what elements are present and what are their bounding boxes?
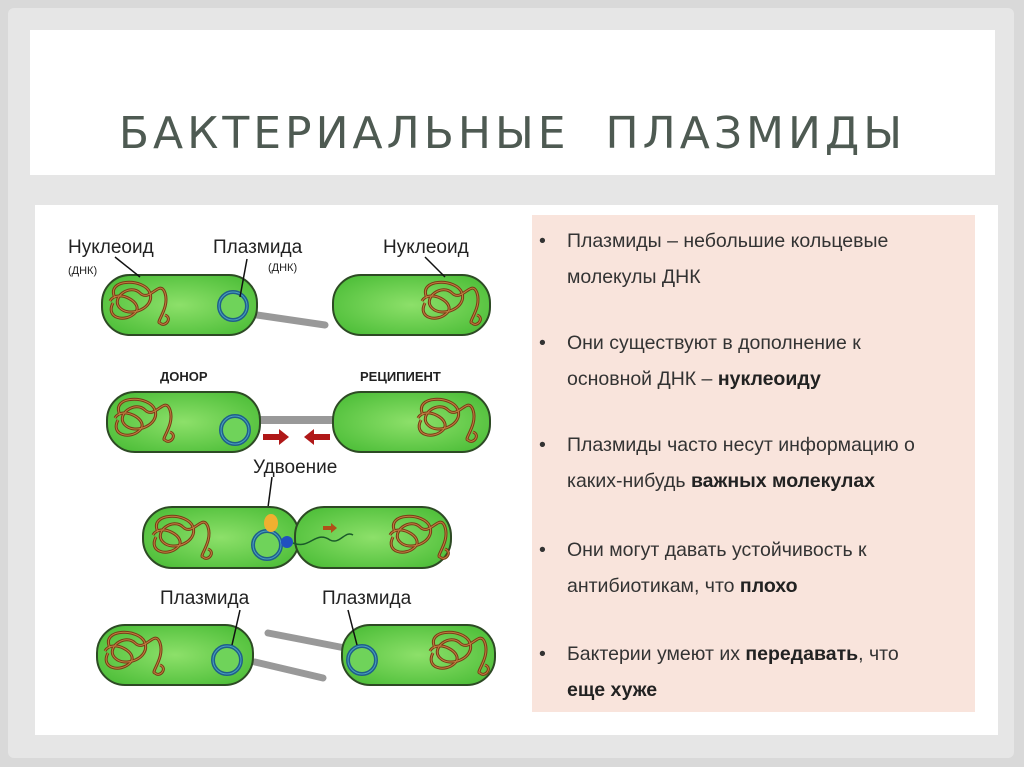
content-panel: Нуклеоид (ДНК) Плазмида (ДНК) Нуклеоид Д… bbox=[35, 205, 998, 735]
dna-label: (ДНК) bbox=[268, 262, 297, 274]
text: основной ДНК – bbox=[567, 368, 718, 390]
bold-text: важных молекулах bbox=[690, 470, 876, 492]
plasmid-label: Плазмида bbox=[160, 588, 250, 609]
bullet-list-panel: Плазмиды – небольшие кольцевые молекулы … bbox=[532, 215, 975, 712]
arrow-right-icon bbox=[263, 429, 289, 445]
arrow-left-icon bbox=[304, 429, 330, 445]
bullet-line: молекулы ДНК bbox=[567, 266, 701, 288]
duplication-label: Удвоение bbox=[253, 457, 337, 478]
bullet-item: Бактерии умеют их передавать, что еще ху… bbox=[539, 636, 964, 708]
pointer-arrow bbox=[347, 609, 358, 646]
bullet-item: Плазмиды часто несут информацию о каких-… bbox=[539, 427, 964, 499]
enzyme-icon bbox=[281, 536, 293, 548]
pilus bbox=[253, 311, 329, 329]
row-4: Плазмида Плазмида bbox=[96, 588, 496, 686]
pointer-arrow bbox=[114, 256, 141, 278]
plasmid-icon bbox=[251, 529, 283, 561]
title-box: БАКТЕРИАЛЬНЫЕ ПЛАЗМИДЫ bbox=[30, 30, 995, 175]
arrow-right-icon bbox=[323, 523, 337, 533]
recipient-label: РЕЦИПИЕНТ bbox=[360, 369, 441, 384]
recipient-cell bbox=[332, 391, 491, 453]
text: каких-нибудь bbox=[567, 470, 691, 492]
bullet-line: каких-нибудь важных молекулах bbox=[539, 463, 964, 499]
bold-text: нуклеоиду bbox=[717, 368, 821, 390]
bacterium-cell bbox=[332, 274, 491, 336]
bullet-line: Они существуют в дополнение к bbox=[567, 332, 861, 354]
row-2: ДОНОР РЕЦИПИЕНТ Удвоение bbox=[106, 369, 491, 516]
bold-text: плохо bbox=[739, 575, 798, 597]
donor-label: ДОНОР bbox=[160, 369, 208, 384]
pointer-arrow bbox=[239, 258, 248, 298]
bacterium-cell bbox=[101, 274, 258, 336]
nucleoid-label: Нуклеоид bbox=[68, 237, 154, 258]
text: Бактерии умеют их bbox=[567, 643, 746, 665]
plasmid-icon bbox=[346, 644, 378, 676]
bullet-item: Плазмиды – небольшие кольцевые молекулы … bbox=[539, 223, 964, 295]
bullet-line: Они могут давать устойчивость к bbox=[567, 539, 867, 561]
dna-strand bbox=[292, 533, 354, 546]
pointer-arrow bbox=[231, 609, 241, 646]
enzyme-icon bbox=[264, 514, 278, 532]
bullet-item: Они существуют в дополнение к основной Д… bbox=[539, 325, 964, 397]
pilus bbox=[257, 416, 335, 424]
pointer-arrow bbox=[424, 256, 446, 278]
bullet-line: антибиотикам, что плохо bbox=[539, 568, 964, 604]
bold-text: передавать bbox=[745, 643, 859, 665]
pilus bbox=[264, 629, 349, 652]
plasmid-icon bbox=[219, 414, 251, 446]
nucleoid-label: Нуклеоид bbox=[383, 237, 469, 258]
bullet-line: основной ДНК – нуклеоиду bbox=[539, 361, 964, 397]
bacterium-cell bbox=[96, 624, 254, 686]
plasmid-icon bbox=[211, 644, 243, 676]
bullet-line: еще хуже bbox=[539, 672, 964, 708]
bold-text: еще хуже bbox=[567, 679, 658, 701]
plasmid-conjugation-diagram: Нуклеоид (ДНК) Плазмида (ДНК) Нуклеоид Д… bbox=[68, 237, 496, 686]
text: , что bbox=[858, 643, 899, 665]
row-3 bbox=[142, 506, 452, 569]
pilus bbox=[251, 658, 327, 682]
slide-title: БАКТЕРИАЛЬНЫЕ ПЛАЗМИДЫ bbox=[118, 108, 907, 159]
plasmid-label: Плазмида bbox=[322, 588, 412, 609]
plasmid-icon bbox=[217, 290, 249, 322]
dna-label: (ДНК) bbox=[68, 265, 97, 277]
bullet-item: Они могут давать устойчивость к антибиот… bbox=[539, 532, 964, 604]
plasmid-label: Плазмида bbox=[213, 237, 303, 258]
bullet-line: Бактерии умеют их передавать, что bbox=[539, 636, 964, 672]
row-1: Нуклеоид (ДНК) Плазмида (ДНК) Нуклеоид bbox=[68, 237, 491, 336]
bullet-line: Плазмиды – небольшие кольцевые bbox=[567, 230, 889, 252]
bullet-line: Плазмиды часто несут информацию о bbox=[567, 434, 915, 456]
text: антибиотикам, что bbox=[567, 575, 740, 597]
